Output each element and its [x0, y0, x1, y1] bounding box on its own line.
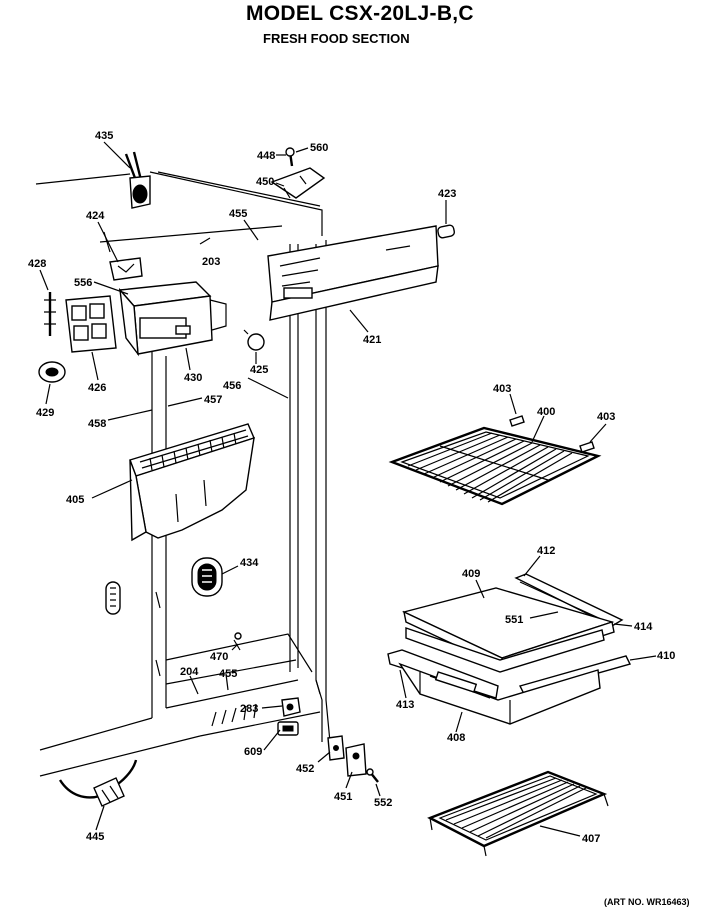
part-423-bulb: [437, 224, 456, 239]
callout-409: 409: [462, 568, 480, 580]
callout-407: 407: [582, 833, 600, 845]
part-434-grommet: [191, 557, 223, 597]
callout-470: 470: [210, 651, 228, 663]
section-subtitle: FRESH FOOD SECTION: [263, 31, 410, 46]
callout-204: 204: [180, 666, 199, 678]
part-429-knob: [38, 361, 66, 383]
part-283-clip: [281, 697, 301, 717]
part-450-light-socket: [270, 147, 326, 199]
air-duct-405: [129, 423, 255, 542]
part-445-power-cord: [58, 759, 138, 807]
callout-412: 412: [537, 545, 555, 557]
control-housing-430: [118, 281, 227, 357]
callout-457: 457: [204, 394, 222, 406]
part-552-screw: [366, 768, 379, 783]
callout-551: 551: [505, 614, 523, 626]
part-451-hinge: [345, 743, 367, 777]
callout-450: 450: [256, 176, 274, 188]
part-425-knob: [243, 329, 265, 351]
callout-403-right: 403: [597, 411, 615, 423]
callout-560: 560: [310, 142, 328, 154]
wire-shelf-407: [427, 770, 609, 857]
callout-400: 400: [537, 406, 555, 418]
callout-203: 203: [202, 256, 220, 268]
part-452-hinge-plate: [327, 735, 345, 761]
callout-458: 458: [88, 418, 106, 430]
control-panel-421: [267, 225, 439, 321]
callout-456: 456: [223, 380, 241, 392]
callout-455-bottom: 455: [219, 668, 237, 680]
model-title: MODEL CSX-20LJ-B,C: [246, 2, 474, 25]
callout-434: 434: [240, 557, 259, 569]
callout-405: 405: [66, 494, 84, 506]
callout-430: 430: [184, 372, 202, 384]
callout-421: 421: [363, 334, 381, 346]
part-470-screw: [233, 632, 242, 651]
leader-lines: [39, 141, 657, 837]
callout-413: 413: [396, 699, 414, 711]
part-426-control-box: [65, 295, 117, 353]
callout-410: 410: [657, 650, 675, 662]
part-428-bracket: [44, 292, 56, 336]
callout-414: 414: [634, 621, 653, 633]
art-number: (ART NO. WR16463): [604, 897, 690, 907]
part-609-plug: [277, 721, 299, 736]
callout-448: 448: [257, 150, 275, 162]
part-435-capillary: [124, 151, 151, 209]
callout-283: 283: [240, 703, 258, 715]
callout-425: 425: [250, 364, 268, 376]
callout-451: 451: [334, 791, 352, 803]
callout-426: 426: [88, 382, 106, 394]
part-424-thermostat: [109, 257, 143, 281]
callout-445: 445: [86, 831, 104, 843]
callout-429: 429: [36, 407, 54, 419]
wire-shelf-400: [388, 415, 602, 506]
callout-552: 552: [374, 797, 392, 809]
callout-452: 452: [296, 763, 314, 775]
callout-609: 609: [244, 746, 262, 758]
callout-423: 423: [438, 188, 456, 200]
callout-435: 435: [95, 130, 113, 142]
crisper-assembly: [387, 573, 632, 725]
cabinet-frame: [35, 171, 331, 777]
callout-428: 428: [28, 258, 46, 270]
callout-labels: 435 448 560 450 423 424 455 203 428 556 …: [28, 130, 675, 845]
callout-556: 556: [74, 277, 92, 289]
callout-455-top: 455: [229, 208, 247, 220]
callout-424: 424: [86, 210, 105, 222]
callout-408: 408: [447, 732, 465, 744]
callout-403-left: 403: [493, 383, 511, 395]
